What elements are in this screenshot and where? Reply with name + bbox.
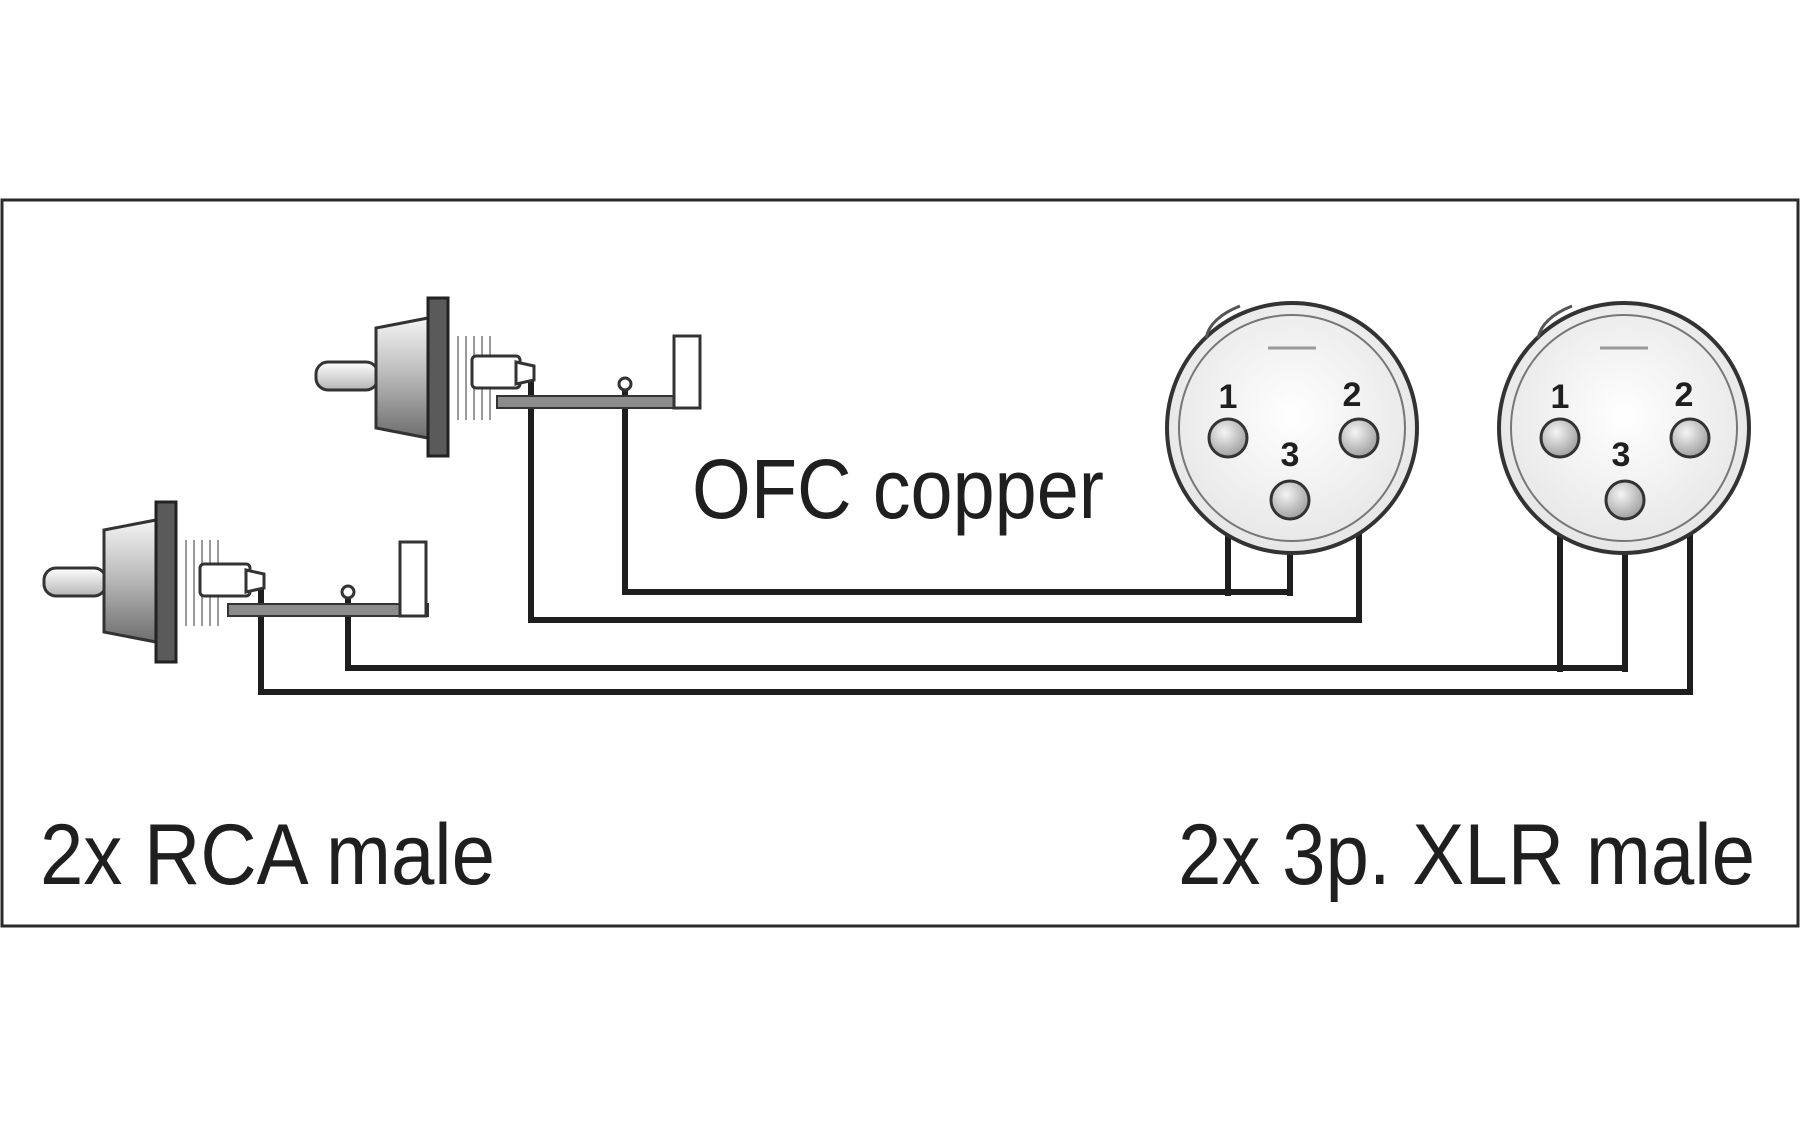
rca-body bbox=[102, 518, 158, 644]
rca-flange bbox=[426, 296, 450, 458]
right-caption: 2x 3p. XLR male bbox=[1178, 807, 1755, 903]
rca-ground-lug bbox=[227, 603, 429, 617]
rca-body bbox=[374, 316, 430, 440]
xlr-connector-1: 1 2 3 bbox=[1165, 301, 1419, 555]
wire-rca1-sleeve-to-xlr1-ground bbox=[622, 384, 1290, 595]
xlr-pin-2-label: 2 bbox=[1675, 376, 1694, 414]
rca-ground-lug bbox=[496, 395, 678, 409]
left-caption: 2x RCA male bbox=[40, 807, 495, 903]
rca-flange bbox=[154, 500, 178, 664]
xlr-pin-2 bbox=[1338, 417, 1380, 459]
xlr-latch bbox=[1536, 304, 1573, 339]
rca-center-pin bbox=[42, 566, 108, 598]
xlr-shell bbox=[1497, 301, 1751, 555]
xlr-pin-1 bbox=[1539, 417, 1581, 459]
xlr-connector-2: 1 2 3 bbox=[1497, 301, 1751, 555]
xlr-pin-3-label: 3 bbox=[1281, 436, 1300, 474]
rca-center-pin bbox=[314, 360, 380, 392]
xlr-pin-3 bbox=[1269, 479, 1311, 521]
wire-rca2-sleeve-to-xlr2-ground bbox=[345, 592, 1625, 671]
xlr-pin-2-label: 2 bbox=[1343, 376, 1362, 414]
wire-rca2-tip-to-xlr2-pin2 bbox=[258, 438, 1693, 695]
xlr-pin-3-label: 3 bbox=[1612, 436, 1631, 474]
xlr-pin-1-label: 1 bbox=[1219, 378, 1238, 416]
xlr-pin-1-label: 1 bbox=[1551, 378, 1570, 416]
cable-label: OFC copper bbox=[692, 442, 1104, 536]
rca-connector-bottom bbox=[42, 500, 429, 664]
xlr-pin-1 bbox=[1207, 417, 1249, 459]
xlr-pin-2 bbox=[1669, 417, 1711, 459]
diagram-frame bbox=[0, 198, 1800, 928]
rca-connector-top bbox=[314, 296, 702, 458]
xlr-latch bbox=[1204, 304, 1241, 339]
xlr-shell bbox=[1165, 301, 1419, 555]
xlr-pin-3 bbox=[1604, 479, 1646, 521]
